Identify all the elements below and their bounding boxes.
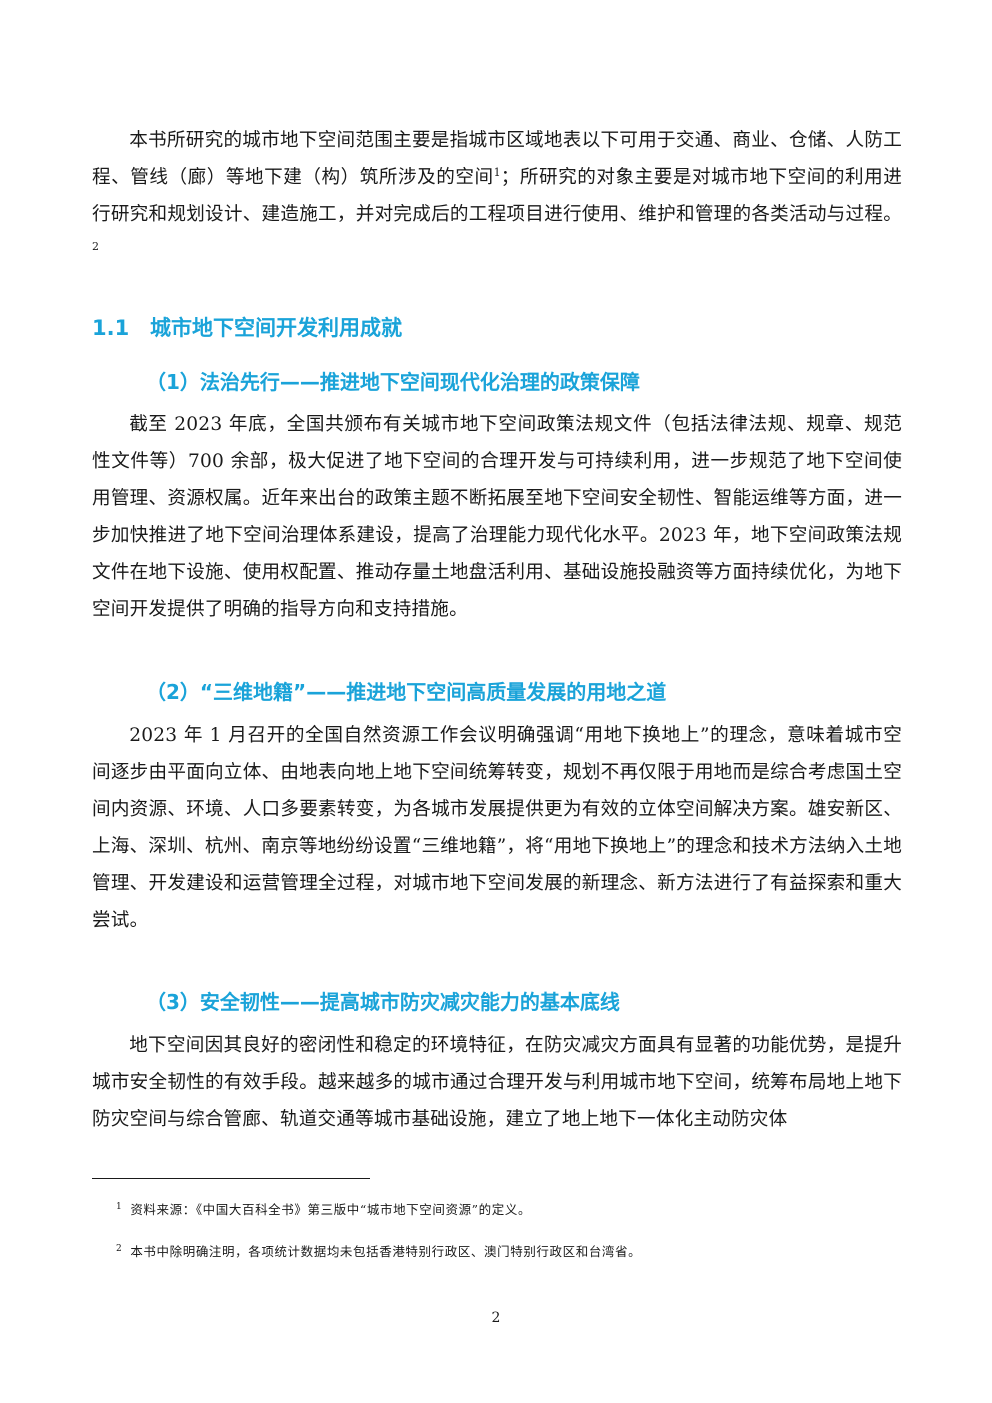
section-number: 1.1	[92, 316, 130, 340]
paragraph-3: 地下空间因其良好的密闭性和稳定的环境特征，在防灾减灾方面具有显著的功能优势，是提…	[92, 1035, 902, 1130]
section-heading: 1.1 城市地下空间开发利用成就	[92, 312, 402, 342]
subsection-heading-2: （2）“三维地籍”——推进地下空间高质量发展的用地之道	[146, 680, 667, 704]
subsection-heading-3: （3）安全韧性——提高城市防灾减灾能力的基本底线	[146, 990, 620, 1014]
footnote-1: 1 资料来源：《中国大百科全书》第三版中“城市地下空间资源”的定义。	[116, 1198, 531, 1219]
intro-paragraph: 本书所研究的城市地下空间范围主要是指城市区域地表以下可用于交通、商业、仓储、人防…	[92, 122, 902, 270]
section-title: 城市地下空间开发利用成就	[150, 316, 402, 340]
paragraph-2: 2023 年 1 月召开的全国自然资源工作会议明确强调“用地下换地上”的理念，意…	[92, 725, 902, 931]
footnote-text-2: 本书中除明确注明，各项统计数据均未包括香港特别行政区、澳门特别行政区和台湾省。	[130, 1244, 642, 1260]
footnote-divider	[92, 1178, 370, 1179]
footnote-text-1: 资料来源：《中国大百科全书》第三版中“城市地下空间资源”的定义。	[130, 1202, 532, 1218]
subsection-heading-1: （1）法治先行——推进地下空间现代化治理的政策保障	[146, 370, 640, 394]
footnote-2: 2 本书中除明确注明，各项统计数据均未包括香港特别行政区、澳门特别行政区和台湾省。	[116, 1240, 641, 1261]
footnote-mark-2: 2	[116, 1244, 123, 1254]
intro-text-b: ；所研究的对象主要是对城市地下空间的利用进行研究和规划设计、建造施工，并对完成后…	[92, 167, 902, 225]
footnote-ref-2[interactable]: 2	[92, 239, 100, 253]
footnote-mark-1: 1	[116, 1202, 123, 1212]
page-number: 2	[491, 1310, 501, 1326]
footnote-ref-1[interactable]: 1	[493, 165, 501, 179]
intro-text-a: 本书所研究的城市地下空间范围主要是指城市区域地表以下可用于交通、商业、仓储、人防…	[92, 130, 902, 188]
paragraph-1: 截至 2023 年底，全国共颁布有关城市地下空间政策法规文件（包括法律法规、规章…	[92, 414, 902, 620]
